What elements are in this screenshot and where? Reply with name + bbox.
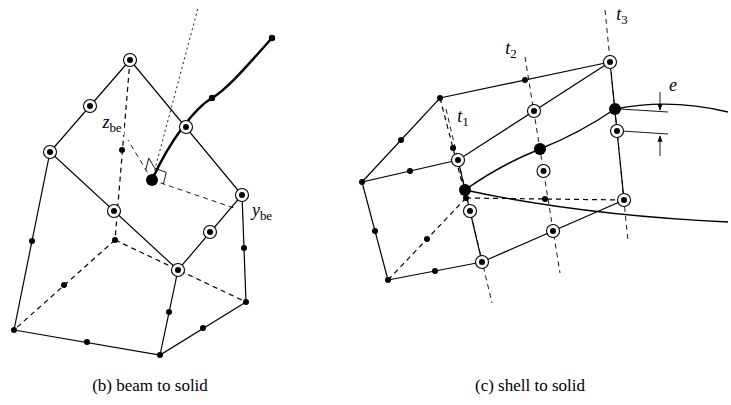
director-label: t2 [503,39,519,61]
symbol-subscript: be [260,208,272,223]
circled-nodes-c [452,56,631,269]
shell-element [465,104,728,222]
solid-element-b [14,60,246,355]
symbol-base: t [505,38,510,58]
director-label: t3 [614,5,630,27]
director-label: t1 [455,107,471,129]
figure-caption: (b) beam to solid [90,377,210,396]
solid-element-c [362,62,624,280]
small-nodes-b [11,35,275,358]
dimension-label: e [667,76,679,96]
eccentricity-dimension [620,92,668,156]
symbol-base: t [616,4,621,24]
axis-label: zbe [100,113,123,135]
beam-element [152,38,272,180]
symbol-subscript: 1 [462,114,468,129]
director-lines [446,10,628,303]
axis-label: ybe [250,201,274,223]
symbol-base: z [102,112,109,132]
symbol-base: t [457,106,462,126]
symbol-subscript: 2 [510,46,516,61]
small-nodes-c [359,77,621,283]
beam-axes [128,8,234,208]
circled-nodes-b [44,54,249,277]
symbol-base: y [252,200,260,220]
figure-caption: (c) shell to solid [473,377,587,396]
symbol-subscript: 3 [621,12,627,27]
symbol-subscript: be [109,120,121,135]
